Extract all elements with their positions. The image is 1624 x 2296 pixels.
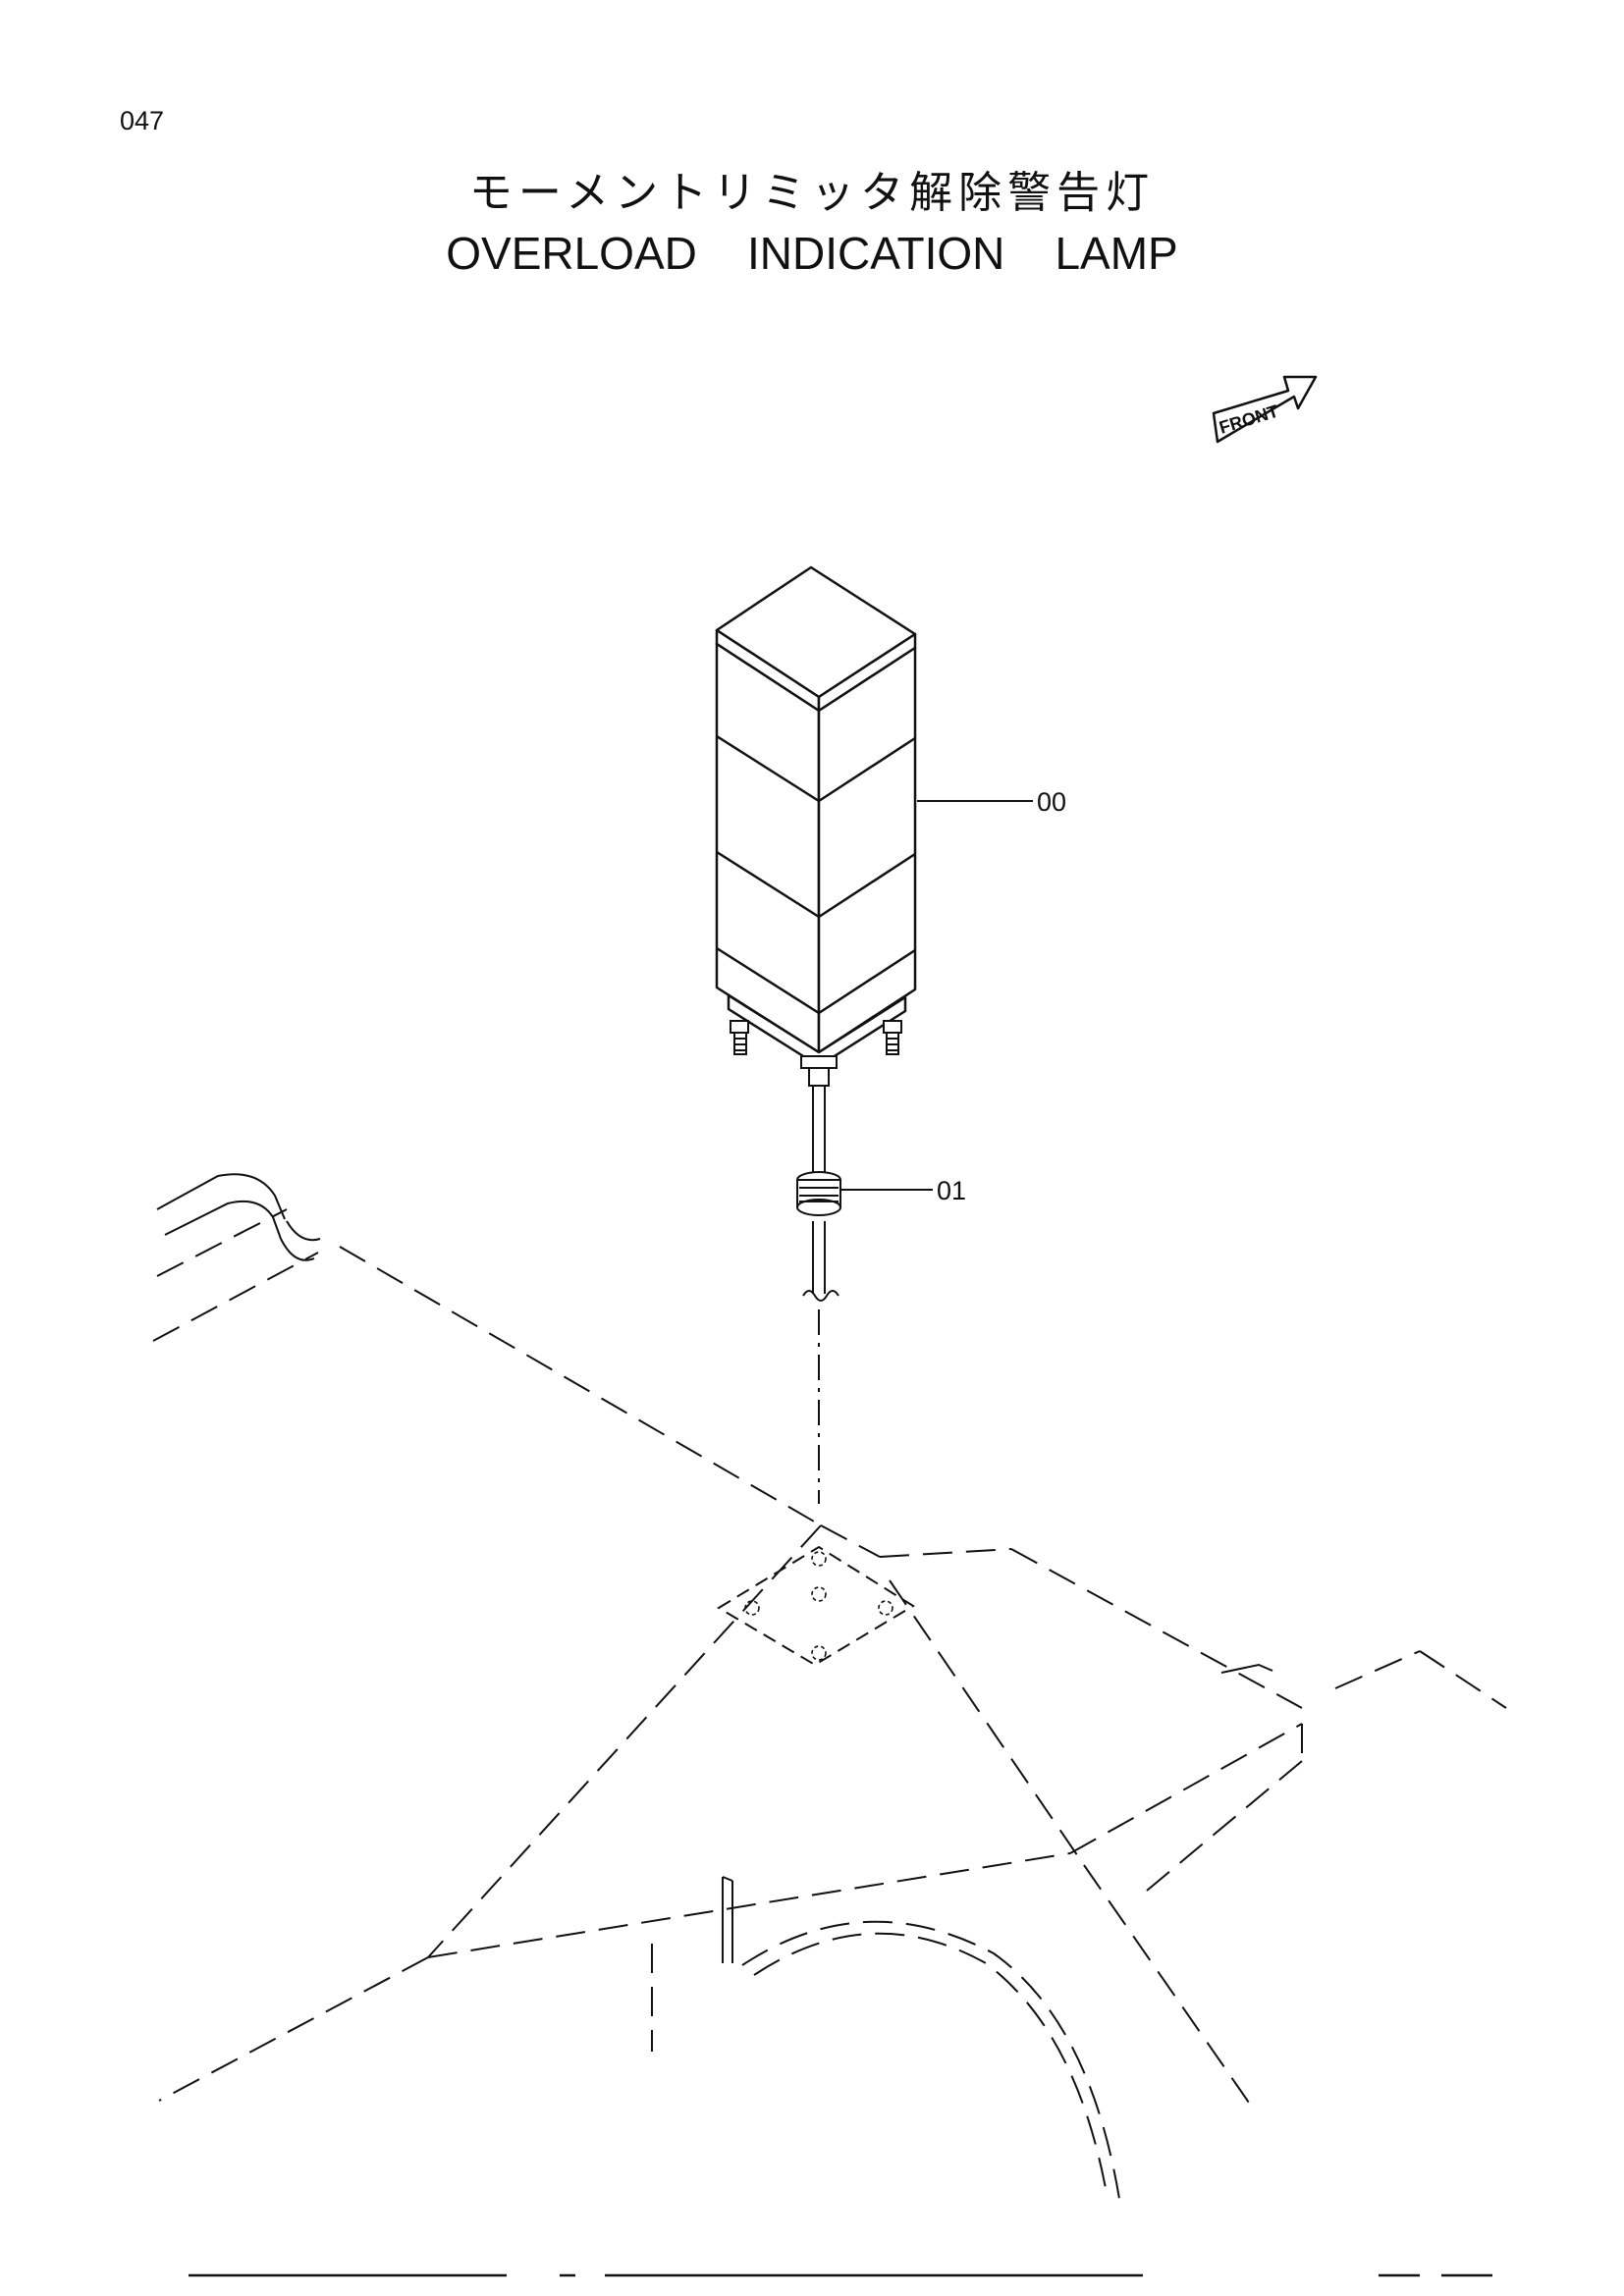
grommet xyxy=(796,1171,841,1216)
lamp-tower xyxy=(715,565,917,1068)
callout-label-00: 00 xyxy=(1037,787,1066,817)
machine-body-phantom xyxy=(152,1173,1507,2200)
title-english: OVERLOAD INDICATION LAMP xyxy=(446,228,1178,279)
cable xyxy=(802,1086,839,1302)
callout-label-01: 01 xyxy=(937,1176,966,1205)
title-japanese: モーメントリミッタ解除警告灯 xyxy=(468,168,1156,218)
page-number: 047 xyxy=(120,106,165,135)
callout-01: 01 xyxy=(840,1176,966,1205)
title-block: モーメントリミッタ解除警告灯 OVERLOAD INDICATION LAMP xyxy=(0,165,1624,285)
mounting-bolts xyxy=(730,1020,902,1087)
front-arrow-icon: FRONT xyxy=(1212,375,1318,444)
mounting-holes xyxy=(744,1551,893,1661)
mounting-plate xyxy=(717,1545,915,1667)
callout-00: 00 xyxy=(917,787,1066,817)
